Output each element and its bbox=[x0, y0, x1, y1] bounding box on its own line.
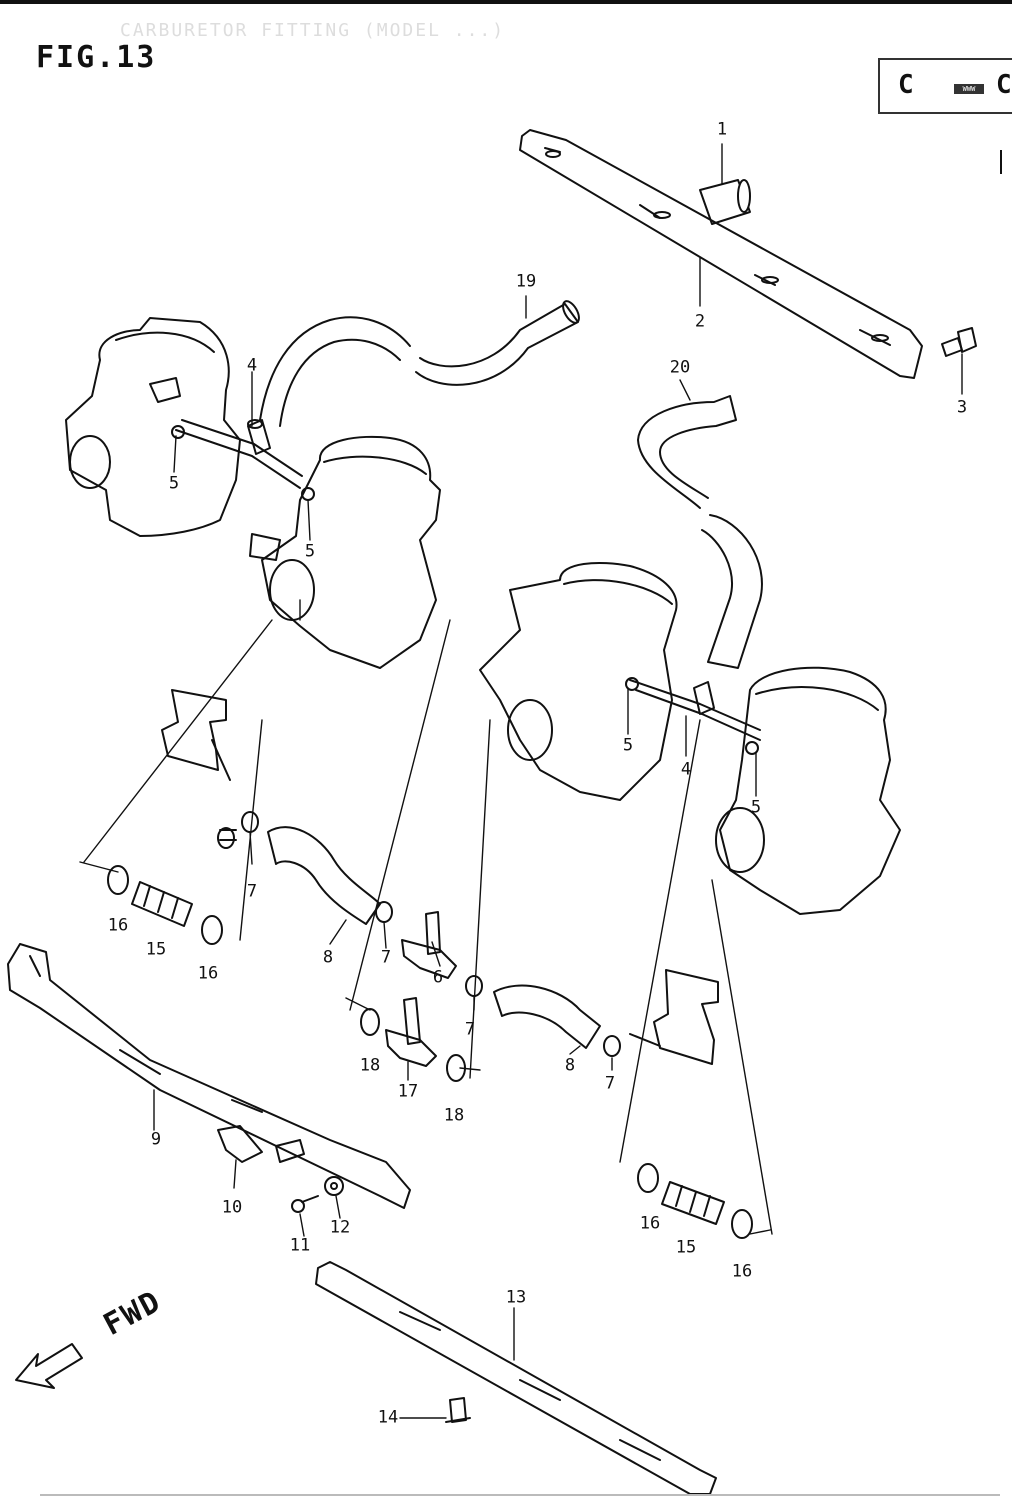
callout-16-a: 16 bbox=[107, 915, 129, 936]
callout-17: 17 bbox=[397, 1081, 419, 1102]
callout-5-d: 5 bbox=[750, 797, 762, 818]
fuel-hose-part-8-right bbox=[493, 984, 601, 1049]
fuel-hose-part-8-left bbox=[267, 826, 381, 925]
fuel-valve-right bbox=[629, 969, 719, 1065]
vent-hose-part-20 bbox=[637, 395, 763, 669]
legend-badge: WWW bbox=[954, 84, 984, 94]
callout-5-c: 5 bbox=[622, 735, 634, 756]
o-ring-part-16 bbox=[107, 865, 753, 1239]
collar-part-1 bbox=[699, 179, 751, 225]
callout-16-c: 16 bbox=[639, 1213, 661, 1234]
faint-header-text: CARBURETOR FITTING (MODEL ...) bbox=[120, 20, 506, 41]
callout-5-b: 5 bbox=[304, 541, 316, 562]
callout-19: 19 bbox=[515, 271, 537, 292]
legend-box: C WWW C bbox=[878, 58, 1012, 114]
callout-16-d: 16 bbox=[731, 1261, 753, 1282]
bottom-border-line bbox=[40, 1494, 1000, 1496]
callout-7-d: 7 bbox=[604, 1073, 616, 1094]
callout-18-a: 18 bbox=[359, 1055, 381, 1076]
rail-part-13 bbox=[315, 1261, 717, 1495]
callout-4-upper: 4 bbox=[246, 355, 258, 376]
callout-8-right: 8 bbox=[564, 1055, 576, 1076]
callout-9: 9 bbox=[150, 1129, 162, 1150]
callout-13: 13 bbox=[505, 1287, 527, 1308]
figure-title: FIG.13 bbox=[36, 40, 157, 75]
fwd-arrow-icon bbox=[15, 1343, 83, 1389]
clip-symbol-icon: C bbox=[898, 70, 914, 100]
callout-3: 3 bbox=[956, 397, 968, 418]
carburetor-1 bbox=[65, 317, 303, 537]
callout-7-b: 7 bbox=[380, 947, 392, 968]
hose-clamp-part-7 bbox=[241, 811, 621, 1057]
damper-part-10 bbox=[217, 1125, 263, 1163]
callout-12: 12 bbox=[329, 1217, 351, 1238]
callout-4-lower: 4 bbox=[680, 759, 692, 780]
callout-1: 1 bbox=[716, 119, 728, 140]
bolt-part-3 bbox=[941, 327, 977, 357]
tee-joint-part-17 bbox=[385, 997, 437, 1067]
callout-15-right: 15 bbox=[675, 1237, 697, 1258]
callout-5-a: 5 bbox=[168, 473, 180, 494]
callout-2: 2 bbox=[694, 311, 706, 332]
carburetor-4 bbox=[715, 666, 901, 915]
callout-15-left: 15 bbox=[145, 939, 167, 960]
page-edge-mark bbox=[1000, 150, 1002, 174]
clip-symbol-icon-2: C bbox=[996, 70, 1012, 100]
carburetor-3 bbox=[479, 561, 761, 801]
callout-11: 11 bbox=[289, 1235, 311, 1256]
callout-7-c: 7 bbox=[464, 1019, 476, 1040]
callout-20: 20 bbox=[669, 357, 691, 378]
fuel-valve-left bbox=[161, 689, 237, 849]
bracket-tab bbox=[275, 1139, 305, 1163]
callout-18-b: 18 bbox=[443, 1105, 465, 1126]
upper-bracket-part-2 bbox=[519, 129, 923, 379]
carburetor-2 bbox=[249, 435, 441, 669]
callout-14: 14 bbox=[377, 1407, 399, 1428]
tee-fitting-part-4-lower bbox=[693, 681, 715, 715]
tee-fitting-part-4-upper bbox=[247, 419, 271, 455]
callout-16-b: 16 bbox=[197, 963, 219, 984]
bolt-part-14 bbox=[445, 1397, 471, 1423]
callout-7-a: 7 bbox=[246, 881, 258, 902]
washer-part-12 bbox=[324, 1176, 344, 1196]
leader-lines bbox=[79, 143, 963, 1419]
callout-8-left: 8 bbox=[322, 947, 334, 968]
screw-part-11 bbox=[291, 1195, 319, 1213]
tee-joint-part-6 bbox=[401, 911, 457, 979]
lower-bracket-part-9 bbox=[7, 943, 411, 1209]
fuel-filter-part-15-left bbox=[131, 881, 193, 927]
vent-hose-part-19 bbox=[259, 300, 580, 427]
callout-10: 10 bbox=[221, 1197, 243, 1218]
callout-6: 6 bbox=[432, 967, 444, 988]
top-border-line bbox=[0, 0, 1012, 4]
fuel-filter-part-15-right bbox=[661, 1181, 725, 1225]
